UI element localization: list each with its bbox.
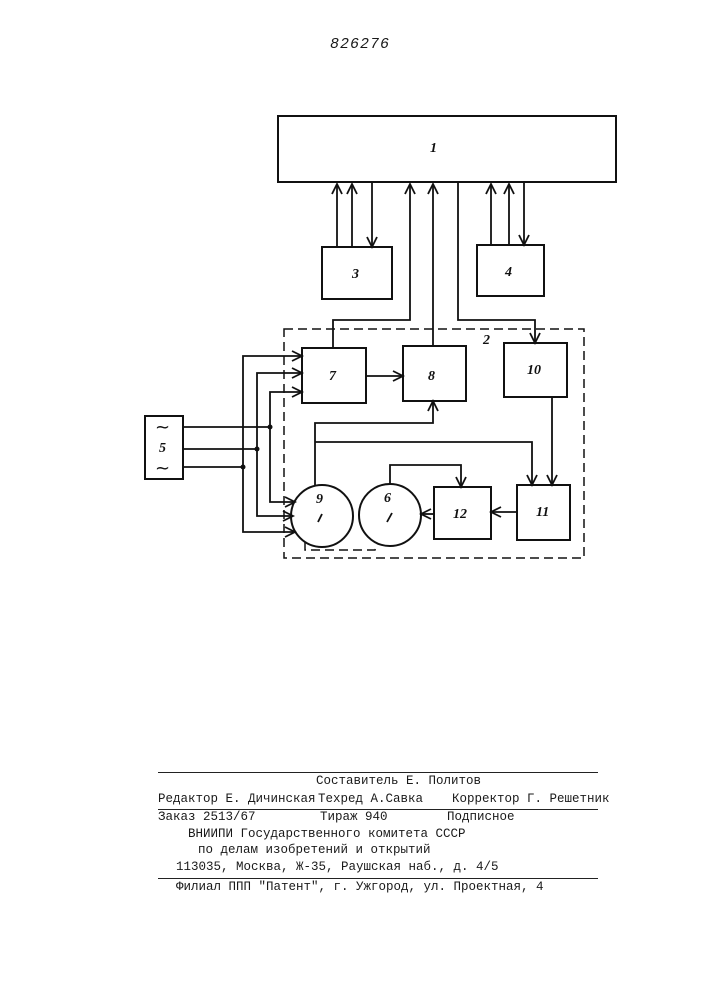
- tilde-symbol-1: ~: [155, 417, 170, 438]
- order-line: Заказ 2513/67: [158, 810, 256, 824]
- org-line-1: ВНИИПИ Государственного комитета СССР: [188, 827, 466, 841]
- block-8-label: 8: [428, 369, 435, 384]
- compiler-line: Составитель Е. Политов: [316, 774, 481, 788]
- block-4-label: 4: [504, 265, 512, 280]
- block-11-label: 11: [536, 505, 549, 520]
- circulation-line: Тираж 940: [320, 810, 388, 824]
- machine-9-label: 9: [316, 492, 323, 507]
- block-7-label: 7: [329, 369, 337, 384]
- block-10-label: 10: [527, 363, 541, 378]
- techred-line: Техред А.Савка: [318, 792, 423, 806]
- top-rule: [158, 772, 598, 773]
- subscription-line: Подписное: [447, 810, 515, 824]
- bottom-rule: [158, 878, 598, 879]
- block-1-label: 1: [430, 141, 437, 156]
- corrector-line: Корректор Г. Решетник: [452, 792, 610, 806]
- block-3-label: 3: [351, 267, 359, 282]
- org-line-2: по делам изобретений и открытий: [198, 843, 431, 857]
- branch-line: Филиал ППП "Патент", г. Ужгород, ул. Про…: [176, 880, 544, 894]
- block-1: [278, 116, 616, 182]
- block-12-label: 12: [453, 507, 467, 522]
- tilde-symbol-2: ~: [155, 458, 170, 479]
- block-2-label: 2: [482, 333, 490, 348]
- editor-line: Редактор Е. Дичинская: [158, 792, 316, 806]
- block-5-label: 5: [159, 441, 166, 456]
- address-line: 113035, Москва, Ж-35, Раушская наб., д. …: [176, 860, 499, 874]
- machine-6-label: 6: [384, 491, 391, 506]
